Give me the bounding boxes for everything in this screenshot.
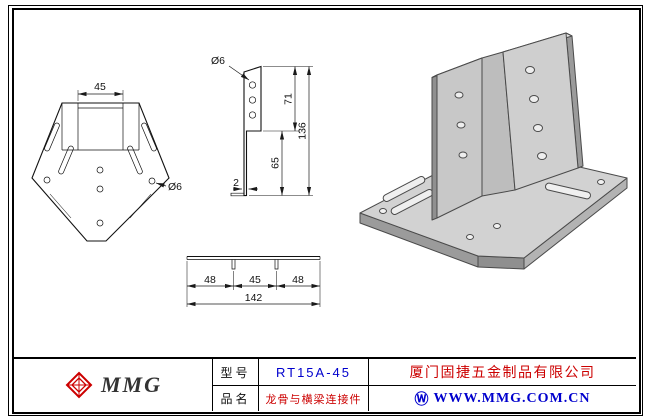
website-url: WWW.MMG.COM.CN xyxy=(433,390,591,406)
side-holes xyxy=(248,81,257,119)
sheet-outer-border xyxy=(8,5,643,416)
side-hole-label: Ø6 xyxy=(211,55,225,67)
title-block: MMG 型号 RT15A-45 厦门固捷五金制品有限公司 品名 龙骨与横梁连接件… xyxy=(14,357,636,411)
sheet-inner-border xyxy=(12,8,641,414)
side-dim-upper: 71 xyxy=(283,93,295,105)
website: Ⓦ WWW.MMG.COM.CN xyxy=(368,385,636,411)
logo-text: MMG xyxy=(100,372,162,397)
bottom-dim-overall: 142 xyxy=(245,292,263,304)
view-bottom: 48 45 48 142 xyxy=(186,255,321,307)
right-plate-holes xyxy=(525,66,547,160)
view-plan: 45 Ø6 xyxy=(31,81,182,242)
company-name: 厦门固捷五金制品有限公司 xyxy=(368,359,636,385)
view-side: 71 65 136 2 Ø6 xyxy=(211,55,313,197)
product-value: 龙骨与横梁连接件 xyxy=(258,385,368,411)
left-plate-holes xyxy=(454,91,468,159)
drawing-canvas: 45 Ø6 71 65 136 xyxy=(31,32,628,307)
plan-hole-label: Ø6 xyxy=(168,181,182,193)
side-dim-total: 136 xyxy=(297,122,309,140)
model-value: RT15A-45 xyxy=(258,359,368,385)
view-3d xyxy=(359,32,628,270)
plan-holes xyxy=(43,166,156,227)
bottom-dim-left: 48 xyxy=(204,274,216,286)
side-dim-lower: 65 xyxy=(270,157,282,169)
plan-slots xyxy=(44,122,157,175)
company-logo: MMG xyxy=(14,359,212,411)
bottom-dim-center: 45 xyxy=(249,274,261,286)
website-icon: Ⓦ xyxy=(414,392,430,408)
side-dim-thickness: 2 xyxy=(233,177,239,189)
plan-dim-width: 45 xyxy=(94,81,106,93)
model-label: 型号 xyxy=(212,359,258,385)
bottom-dim-right: 48 xyxy=(292,274,304,286)
base-holes xyxy=(379,179,605,240)
product-label: 品名 xyxy=(212,385,258,411)
logo-diamond-icon xyxy=(65,371,93,399)
